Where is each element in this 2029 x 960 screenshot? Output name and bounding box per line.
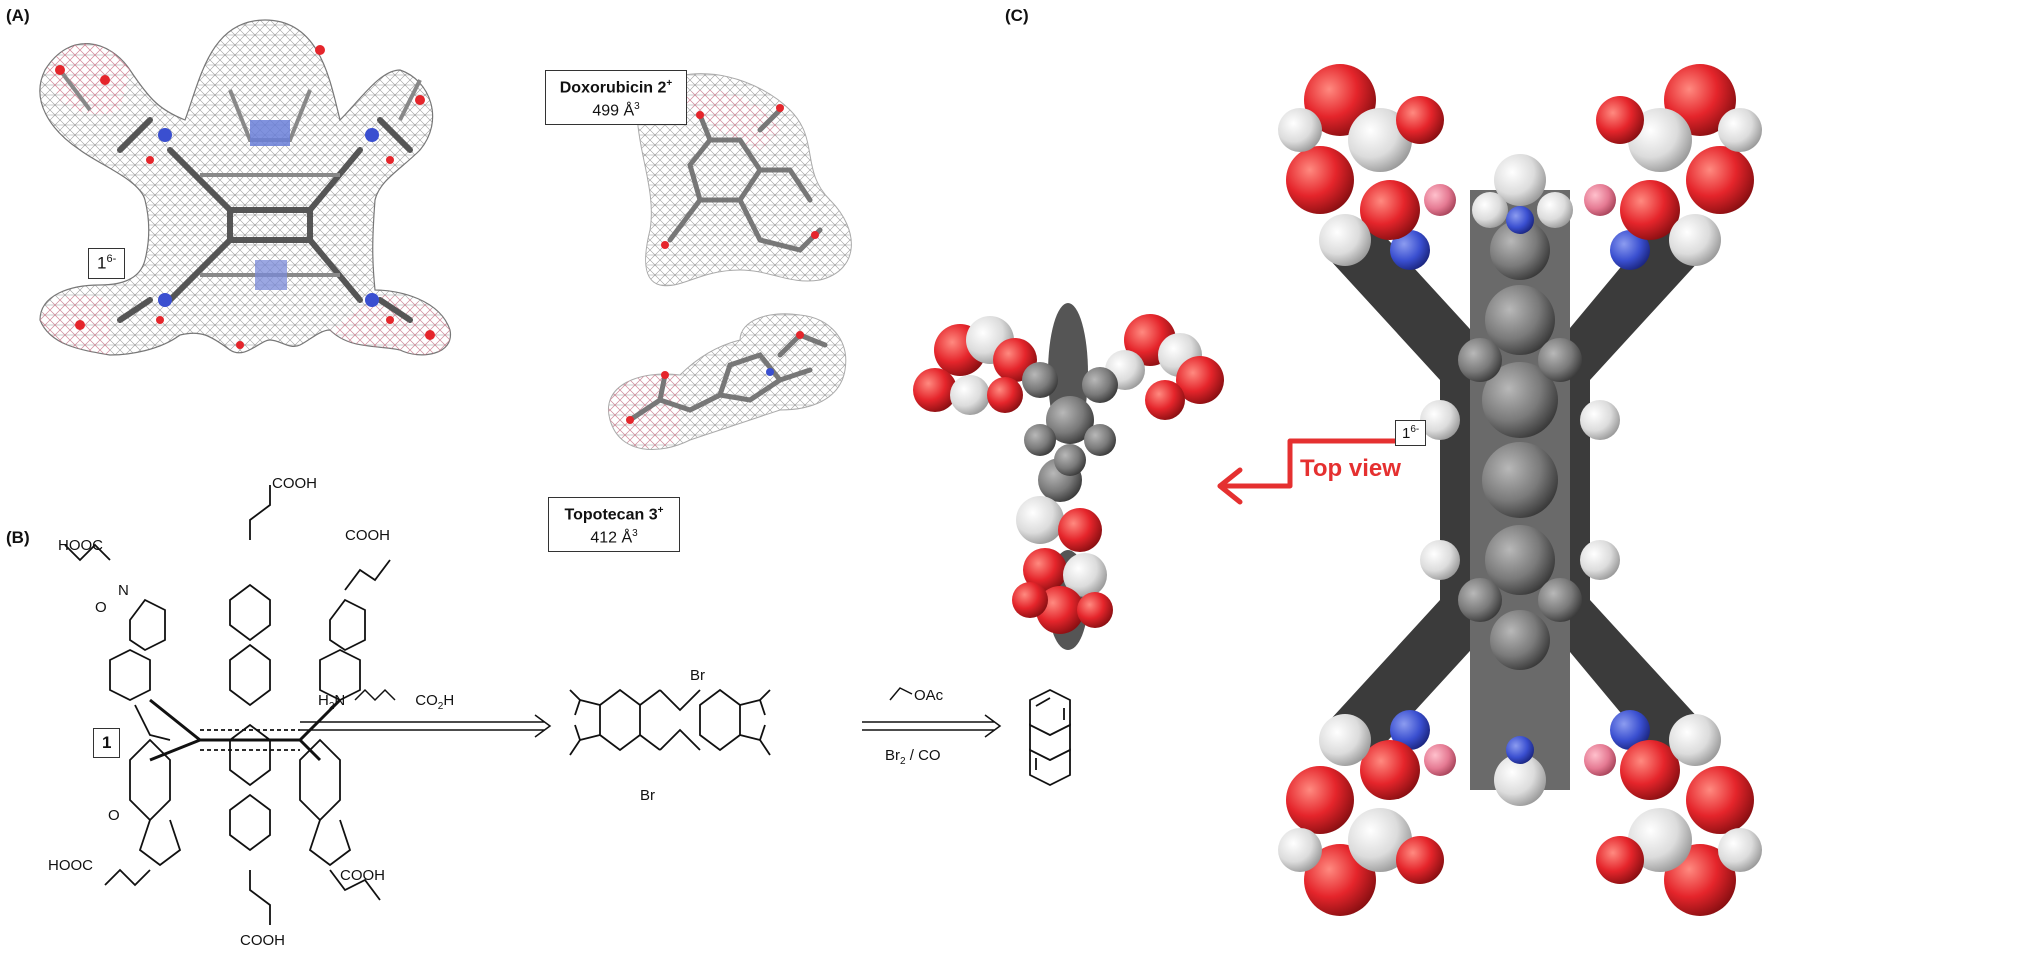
atom-o: O xyxy=(95,599,107,616)
substituent-2: COOH xyxy=(272,475,317,492)
substituent-3: COOH xyxy=(345,527,390,544)
reaction-arrow-1 xyxy=(300,688,552,738)
doxorubicin-name: Doxorubicin 2 xyxy=(559,79,667,97)
intermediate-structure-drawing xyxy=(569,688,771,756)
top-view-space-filling-model xyxy=(913,303,1224,650)
host-structure-labels: HOOC COOH COOH HOOC COOH COOH O N O xyxy=(48,475,390,949)
doxorubicin-volume: 499 Å xyxy=(592,102,635,120)
reagent-2-top: OAc xyxy=(914,687,944,704)
top-view-compound-label: 16- xyxy=(1395,420,1427,446)
host-structure-drawing xyxy=(64,485,391,925)
atom-n: N xyxy=(118,582,129,599)
substituent-1: HOOC xyxy=(58,537,103,554)
side-view-space-filling-model xyxy=(1278,64,1762,916)
reagent-2-bottom: Br2 / CO xyxy=(885,747,941,767)
bromine-label-2: Br xyxy=(640,787,655,804)
anthracene-structure xyxy=(1029,688,1071,787)
substituent-5: COOH xyxy=(240,932,285,949)
doxorubicin-mesh-model xyxy=(636,73,852,287)
substituent-4: HOOC xyxy=(48,857,93,874)
topotecan-volume: 412 Å xyxy=(590,529,633,547)
top-view-label: Top view xyxy=(1300,455,1401,482)
atom-o-2: O xyxy=(108,807,120,824)
panel-label-a: (A) xyxy=(6,6,30,25)
panel-label-b: (B) xyxy=(6,528,30,547)
compound-1-label: 1 xyxy=(93,728,121,758)
top-view-arrow xyxy=(1217,438,1398,505)
reaction-arrow-2 xyxy=(862,687,1002,738)
substituent-6: COOH xyxy=(340,867,385,884)
topotecan-mesh-model xyxy=(607,313,847,450)
panel-label-c: (C) xyxy=(1005,6,1029,25)
host-charged-label: 16- xyxy=(88,248,126,279)
topotecan-label-box: Topotecan 3+ 412 Å3 xyxy=(548,497,680,552)
doxorubicin-label-box: Doxorubicin 2+ 499 Å3 xyxy=(545,70,687,125)
topotecan-name: Topotecan 3 xyxy=(564,506,658,524)
bromine-label-1: Br xyxy=(690,667,705,684)
host-mesh-model xyxy=(39,19,451,356)
